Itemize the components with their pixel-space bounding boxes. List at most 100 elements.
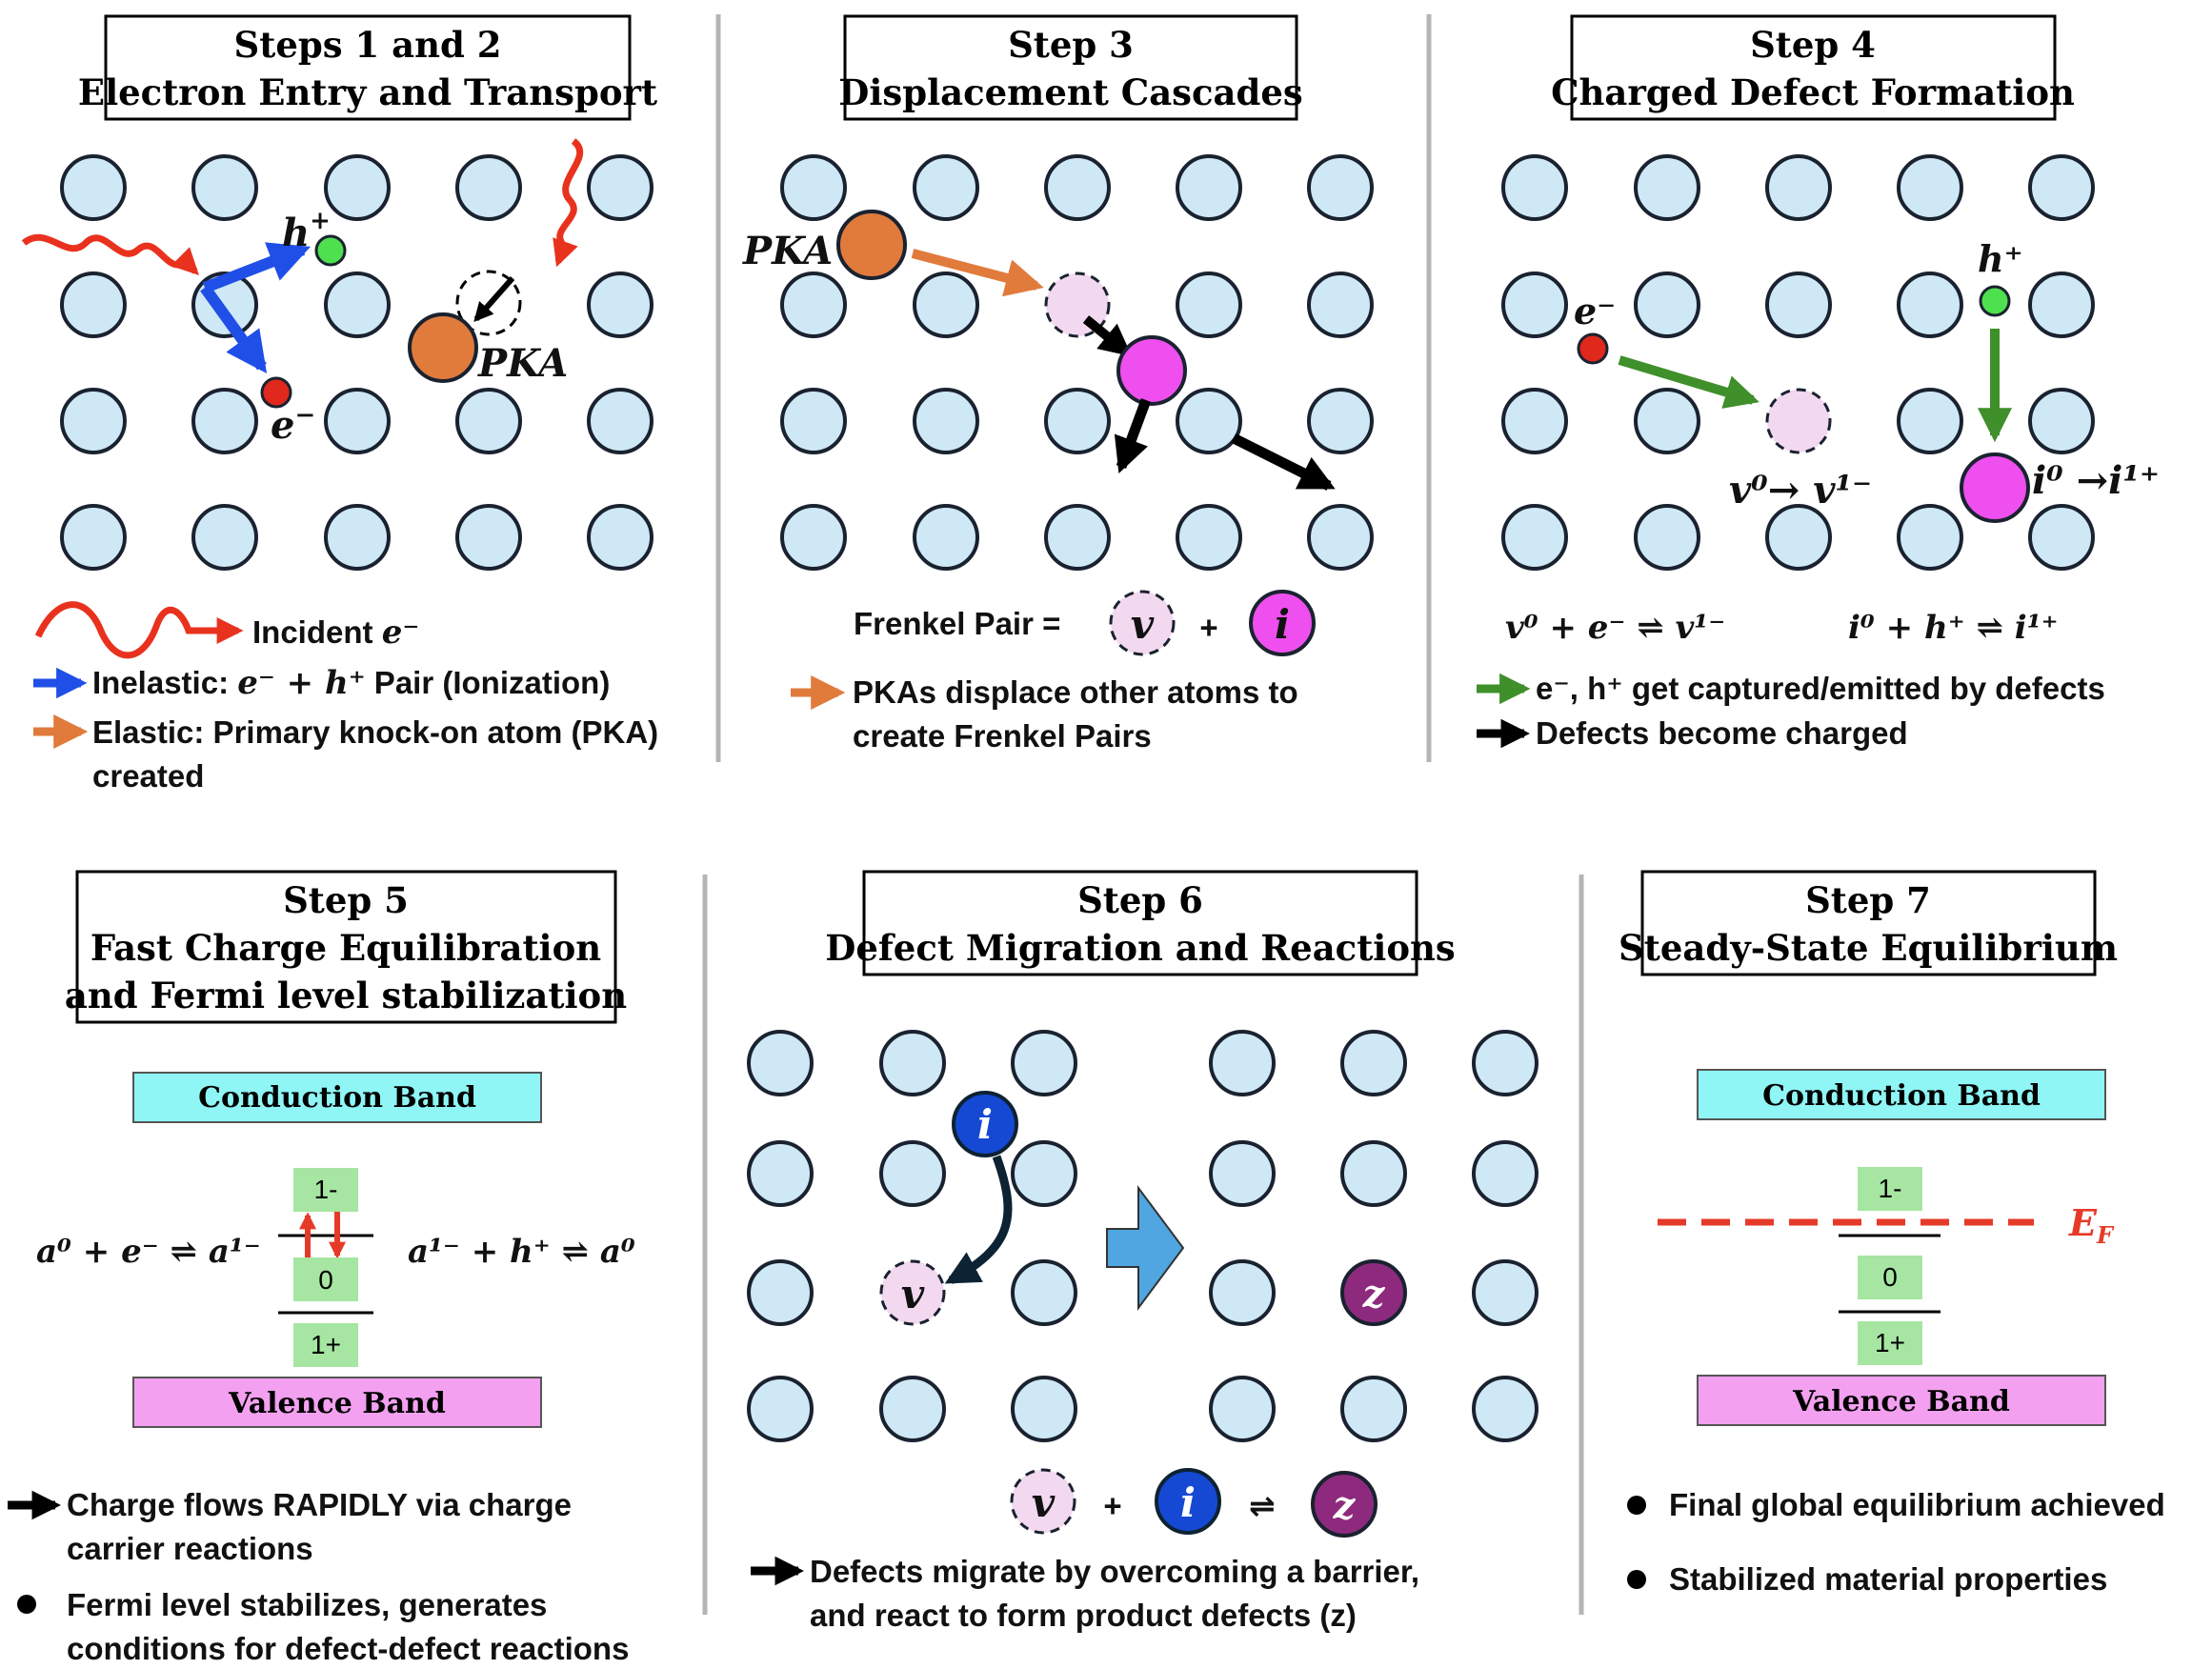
panel-step-6: Step 6 Defect Migration and Reactions i … (747, 870, 1538, 1633)
lattice-atom (324, 388, 391, 454)
caption-2-line-1: Fermi level stabilizes, generates (67, 1587, 547, 1622)
title-line-1: Step 7 (1805, 879, 1931, 921)
interstitial-symbol: i (977, 1101, 993, 1148)
level-plus-label: 1+ (311, 1330, 341, 1359)
lattice-atom (1501, 504, 1568, 571)
level-plus-label: 1+ (1875, 1328, 1905, 1357)
caption-line-1: PKAs displace other atoms to (853, 674, 1298, 710)
caption-1-line-2: carrier reactions (67, 1531, 313, 1566)
incident-electron-wave (21, 233, 199, 275)
eq-vacancy-symbol: v (1032, 1479, 1056, 1526)
vacancy (1765, 388, 1832, 454)
lattice-atom (1501, 271, 1568, 338)
interstitial (1116, 335, 1187, 406)
lattice-atom (1472, 1030, 1538, 1096)
lattice-atom (879, 1376, 946, 1442)
legend-elastic-line-2: created (92, 758, 204, 794)
equation-left: a⁰ + e⁻ ⇌ a¹⁻ (36, 1233, 261, 1271)
lattice-atom (324, 271, 391, 338)
title-line-1: Step 4 (1750, 24, 1876, 66)
title-box (75, 870, 617, 1024)
lattice-atom (747, 1140, 814, 1207)
caption-line-2: create Frenkel Pairs (853, 718, 1152, 754)
capture-arrow (1618, 355, 1760, 409)
transition-arrow (1106, 1184, 1185, 1312)
lattice-atom (1307, 504, 1374, 571)
lattice-atom (1011, 1259, 1077, 1326)
hole-arrow (202, 242, 312, 293)
title-line-3: and Fermi level stabilization (65, 975, 627, 1016)
lattice-atom (1501, 154, 1568, 221)
lattice-atom (780, 271, 847, 338)
electron (1577, 332, 1609, 365)
product-symbol: z (1362, 1272, 1386, 1317)
hole-label: h+ (282, 207, 331, 255)
lattice-atom (1307, 154, 1374, 221)
panel-steps-1-2: Steps 1 and 2 Electron Entry and Transpo… (21, 14, 658, 794)
lattice-atom (1209, 1030, 1276, 1096)
lattice-atom (60, 388, 127, 454)
lattice-atom (913, 271, 979, 338)
title-line-2: Charged Defect Formation (1551, 71, 2075, 113)
level-plus (293, 1323, 358, 1367)
lattice-atom (1011, 1030, 1077, 1096)
interstitial (1960, 452, 2030, 523)
bullet (17, 1595, 36, 1614)
lattice-atom (1472, 1140, 1538, 1207)
vacancy (879, 1259, 946, 1326)
lattice-atom (1472, 1376, 1538, 1442)
lattice-atom (1209, 1376, 1276, 1442)
atom-lattice-left (747, 1030, 1077, 1442)
level-zero-label: 0 (318, 1265, 333, 1295)
lattice-atom (1897, 154, 1963, 221)
lattice-atom (1176, 154, 1242, 221)
lattice-atom (1176, 388, 1242, 454)
conduction-band (132, 1072, 542, 1123)
eq-product (1311, 1471, 1377, 1538)
lattice-atom (191, 388, 258, 454)
fermi-level-label: EF (2068, 1201, 2115, 1249)
title-line-1: Step 6 (1077, 879, 1203, 921)
conduction-band (1697, 1069, 2106, 1120)
lattice-atom (1307, 271, 1374, 338)
hole (314, 234, 347, 267)
lattice-atom (587, 271, 654, 338)
lattice-atom (455, 154, 522, 221)
valence-band (1697, 1375, 2106, 1426)
lattice-atom (587, 504, 654, 571)
title-line-1: Step 5 (283, 879, 409, 921)
lattice-atom (1044, 504, 1111, 571)
title-line-2: Fast Charge Equilibration (90, 927, 601, 969)
title-line-1: Steps 1 and 2 (234, 24, 502, 66)
legend-incident-wave (34, 601, 244, 659)
interstitial-equation: i⁰ + h⁺ ⇌ i¹⁺ (1848, 609, 2059, 647)
valence-band (132, 1377, 542, 1428)
lattice-atom (1209, 1259, 1276, 1326)
frenkel-vacancy-symbol: v (1131, 601, 1155, 648)
lattice-atom (1307, 388, 1374, 454)
legend-incident: Incident e⁻ (252, 613, 419, 652)
caption-2-line-2: conditions for defect-defect reactions (67, 1631, 629, 1666)
hole (1979, 285, 2011, 317)
caption-line-1: Defects migrate by overcoming a barrier, (810, 1554, 1419, 1589)
knock-arrow (473, 276, 515, 323)
lattice-atom (324, 154, 391, 221)
cascade-arrow (1082, 315, 1133, 357)
bullet (1627, 1496, 1646, 1515)
lattice-atom (1634, 504, 1700, 571)
electron (260, 376, 292, 409)
lattice-atom (1044, 154, 1111, 221)
valence-band-label: Valence Band (228, 1387, 446, 1420)
eq-interstitial (1155, 1468, 1221, 1535)
title-line-2: Steady-State Equilibrium (1619, 927, 2118, 969)
lattice-atom (780, 154, 847, 221)
vacancy-equation: v⁰ + e⁻ ⇌ v¹⁻ (1505, 609, 1725, 647)
title-box (104, 14, 632, 121)
panel-dividers (702, 14, 1584, 1615)
eq-interstitial-symbol: i (1180, 1479, 1196, 1526)
caption-1-line-1: Charge flows RAPIDLY via charge (67, 1487, 572, 1522)
title-box (862, 870, 1418, 976)
eq-equilibrium-sign: ⇌ (1249, 1488, 1276, 1523)
atom-lattice (60, 154, 654, 571)
panel-step-4: Step 4 Charged Defect Formation e⁻ (1477, 14, 2160, 751)
